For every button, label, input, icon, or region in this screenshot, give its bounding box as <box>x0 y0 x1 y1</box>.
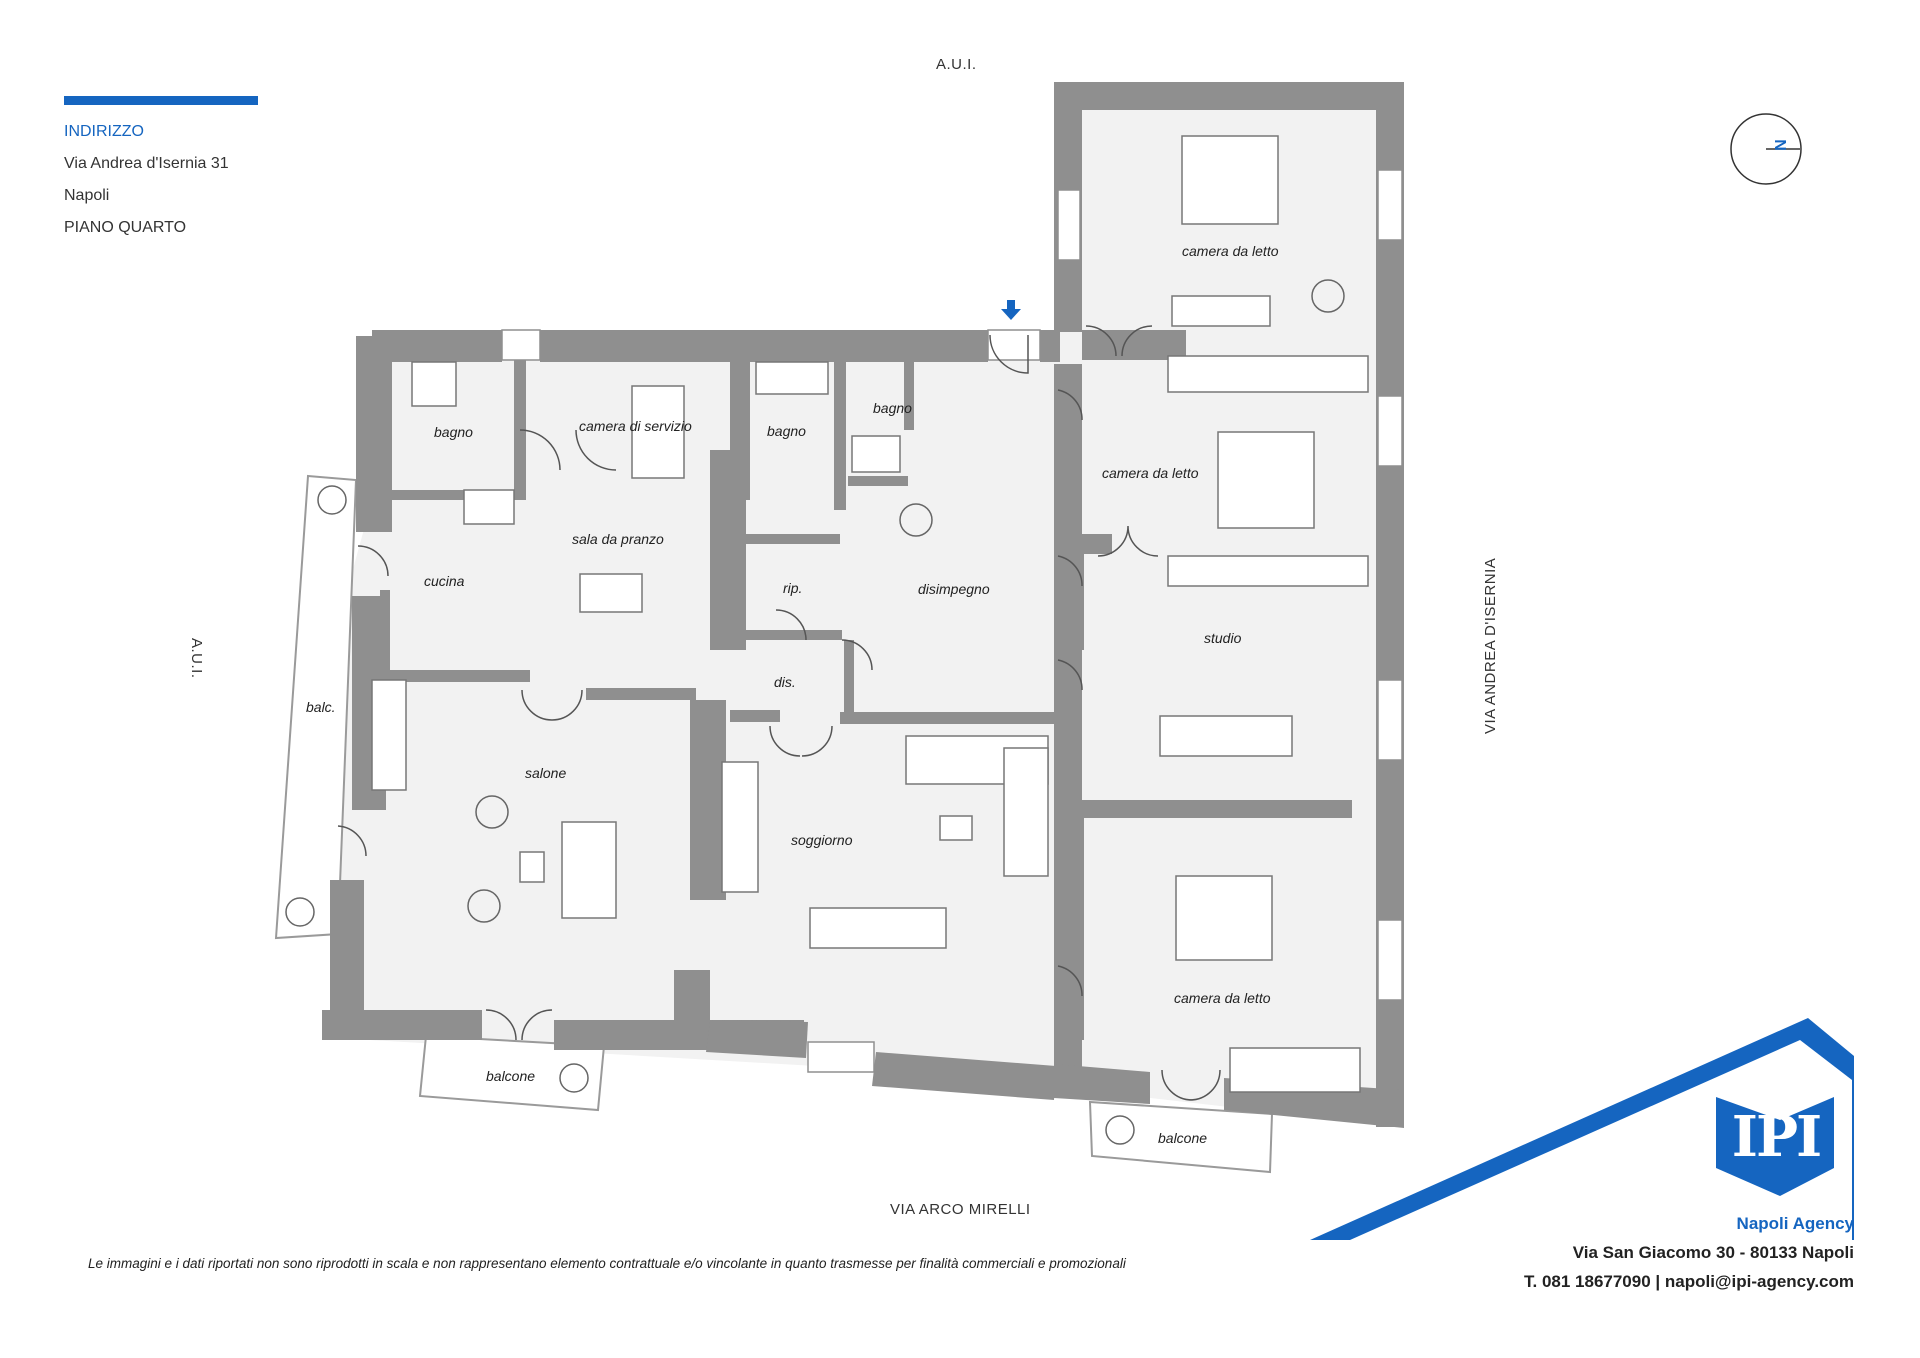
room-label-bagno-1: bagno <box>434 424 473 440</box>
address-floor: PIANO QUARTO <box>64 219 187 236</box>
windows <box>501 169 1403 1073</box>
address-block: INDIRIZZO Via Andrea d'Isernia 31 Napoli… <box>64 96 364 251</box>
street-label-top: A.U.I. <box>936 56 977 73</box>
address-street: Via Andrea d'Isernia 31 <box>64 155 229 172</box>
door-swings <box>337 325 1221 1101</box>
room-label-camera-letto-3: camera da letto <box>1174 990 1271 1006</box>
furniture-beds <box>631 135 1315 961</box>
address-city: Napoli <box>64 187 110 204</box>
room-label-bagno-3: bagno <box>873 400 912 416</box>
street-label-right: VIA ANDREA D'ISERNIA <box>1482 557 1499 734</box>
room-label-bagno-2: bagno <box>767 423 806 439</box>
entrance-arrow-icon <box>1001 300 1021 320</box>
room-label-rip: rip. <box>783 580 803 596</box>
room-label-camera-servizio: camera di servizio <box>579 418 692 434</box>
ipi-logo-icon <box>1310 1018 1854 1240</box>
street-label-bottom: VIA ARCO MIRELLI <box>890 1201 1031 1218</box>
agency-block: Napoli Agency Via San Giacomo 30 - 80133… <box>1524 1214 1854 1301</box>
room-label-balcone-2: balcone <box>1158 1130 1208 1146</box>
street-label-left: A.U.I. <box>188 638 205 679</box>
room-label-balcone-1: balcone <box>486 1068 536 1084</box>
room-label-dis: dis. <box>774 674 796 690</box>
compass-icon <box>1730 113 1802 185</box>
room-label-balc: balc. <box>306 699 336 715</box>
agency-address: Via San Giacomo 30 - 80133 Napoli <box>1572 1243 1854 1262</box>
walls <box>322 82 1404 1128</box>
plant-icons <box>285 279 1345 1145</box>
compass-north-label: N <box>1770 139 1788 151</box>
room-label-soggiorno: soggiorno <box>791 832 853 848</box>
floor-area <box>330 82 1403 1127</box>
agency-name: Napoli Agency <box>1736 1214 1854 1233</box>
furniture-tables <box>371 295 1369 1093</box>
agency-contact: T. 081 18677090 | napoli@ipi-agency.com <box>1524 1272 1854 1291</box>
address-heading: INDIRIZZO <box>64 123 144 140</box>
room-label-studio: studio <box>1204 630 1242 646</box>
room-label-salone: salone <box>525 765 567 781</box>
room-label-sala-pranzo: sala da pranzo <box>572 531 664 547</box>
ipi-logo-text: IPI <box>1731 1104 1823 1170</box>
room-label-cucina: cucina <box>424 573 465 589</box>
disclaimer-text: Le immagini e i dati riportati non sono … <box>88 1256 1126 1271</box>
room-label-camera-letto-2: camera da letto <box>1102 465 1199 481</box>
balconies <box>274 474 1274 1174</box>
room-label-disimpegno: disimpegno <box>918 581 990 597</box>
address-accent-bar <box>64 96 258 105</box>
room-label-camera-letto-1: camera da letto <box>1182 243 1279 259</box>
